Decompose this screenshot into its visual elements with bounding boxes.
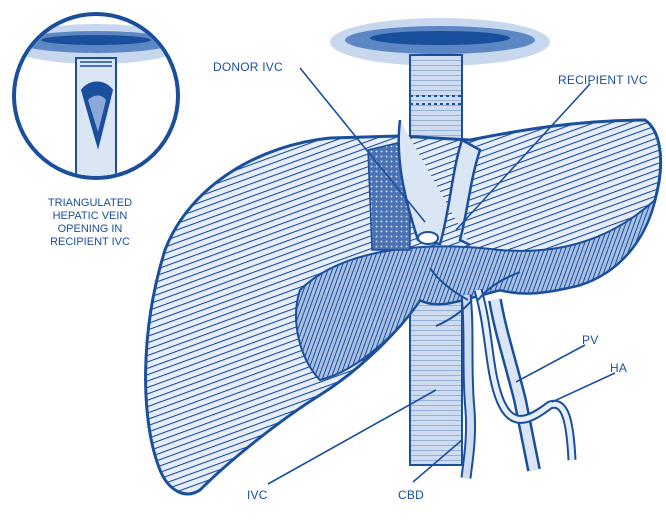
inset-caption-line: TRIANGULATED bbox=[20, 197, 160, 210]
donor-ivc-opening bbox=[418, 232, 438, 244]
inset-caption: TRIANGULATED HEPATIC VEIN OPENING IN REC… bbox=[20, 197, 160, 249]
donor-ivc-label: DONOR IVC bbox=[213, 60, 283, 74]
pv-label: PV bbox=[582, 333, 598, 347]
inset-circle bbox=[6, 14, 186, 198]
cbd-label: CBD bbox=[398, 488, 424, 502]
leader-ha bbox=[552, 373, 615, 402]
inset-caption-line: HEPATIC VEIN bbox=[20, 210, 160, 223]
leader-pv bbox=[516, 345, 585, 382]
ivc-label: IVC bbox=[247, 488, 268, 502]
ha-label: HA bbox=[610, 361, 627, 375]
recipient-ivc-label: RECIPIENT IVC bbox=[558, 73, 648, 87]
inset-caption-line: OPENING IN bbox=[20, 223, 160, 236]
inset-caption-line: RECIPIENT IVC bbox=[20, 236, 160, 249]
